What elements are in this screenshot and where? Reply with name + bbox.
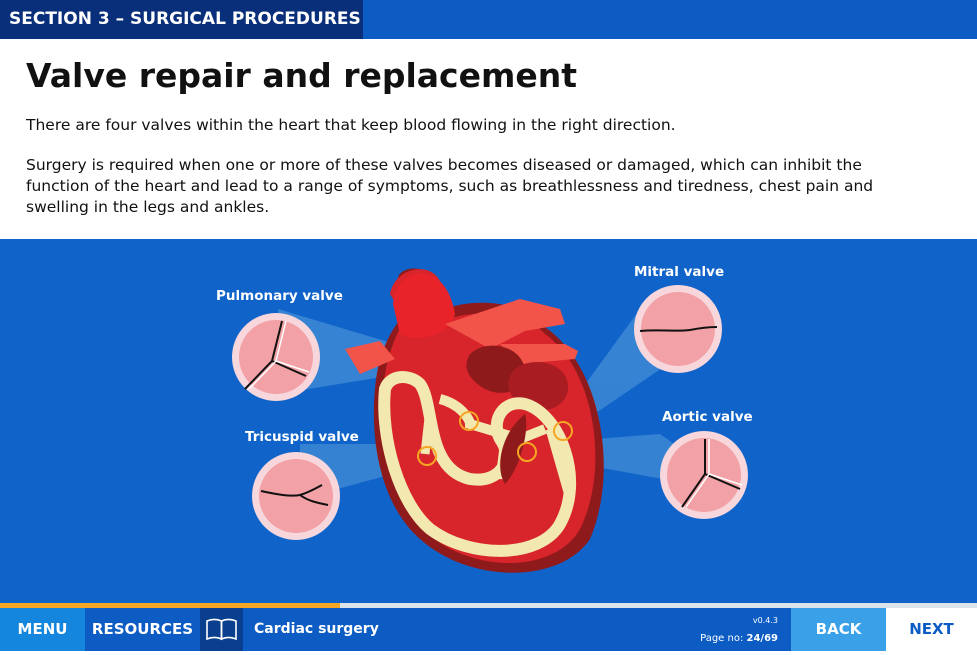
tricuspid-valve-label: Tricuspid valve	[245, 429, 359, 445]
detail-paragraph: Surgery is required when one or more of …	[26, 156, 874, 216]
page-number-value: 24/69	[746, 633, 778, 644]
page-title: Valve repair and replacement	[26, 56, 578, 95]
resources-button[interactable]: RESOURCES	[85, 608, 200, 651]
top-header: SECTION 3 – SURGICAL PROCEDURES	[0, 0, 977, 39]
intro-paragraph: There are four valves within the heart t…	[26, 116, 676, 134]
progress-fill	[0, 603, 340, 608]
pulmonary-valve-label: Pulmonary valve	[216, 288, 343, 304]
mitral-valve-image	[634, 285, 722, 373]
aortic-valve-label: Aortic valve	[662, 409, 753, 425]
next-button[interactable]: NEXT	[886, 608, 977, 651]
pulmonary-valve-image	[232, 313, 320, 401]
menu-button[interactable]: MENU	[0, 608, 85, 651]
aortic-valve-image	[660, 431, 748, 519]
heart-valves-illustration: Pulmonary valve Tricuspid valve Mitral v…	[0, 239, 977, 603]
back-button[interactable]: BACK	[791, 608, 886, 651]
heart-diagram	[345, 268, 604, 573]
book-icon[interactable]	[200, 608, 243, 651]
footer-nav: MENU RESOURCES Cardiac surgery v0.4.3 Pa…	[0, 608, 977, 651]
version-label: v0.4.3	[752, 616, 778, 625]
course-progress-bar	[0, 603, 977, 608]
course-title: Cardiac surgery	[254, 621, 379, 637]
mitral-valve-label: Mitral valve	[634, 264, 725, 280]
page-number: Page no: 24/69	[690, 633, 778, 644]
page-number-prefix: Page no:	[700, 633, 744, 644]
tricuspid-valve-image	[252, 452, 340, 540]
section-label: SECTION 3 – SURGICAL PROCEDURES	[0, 0, 363, 39]
